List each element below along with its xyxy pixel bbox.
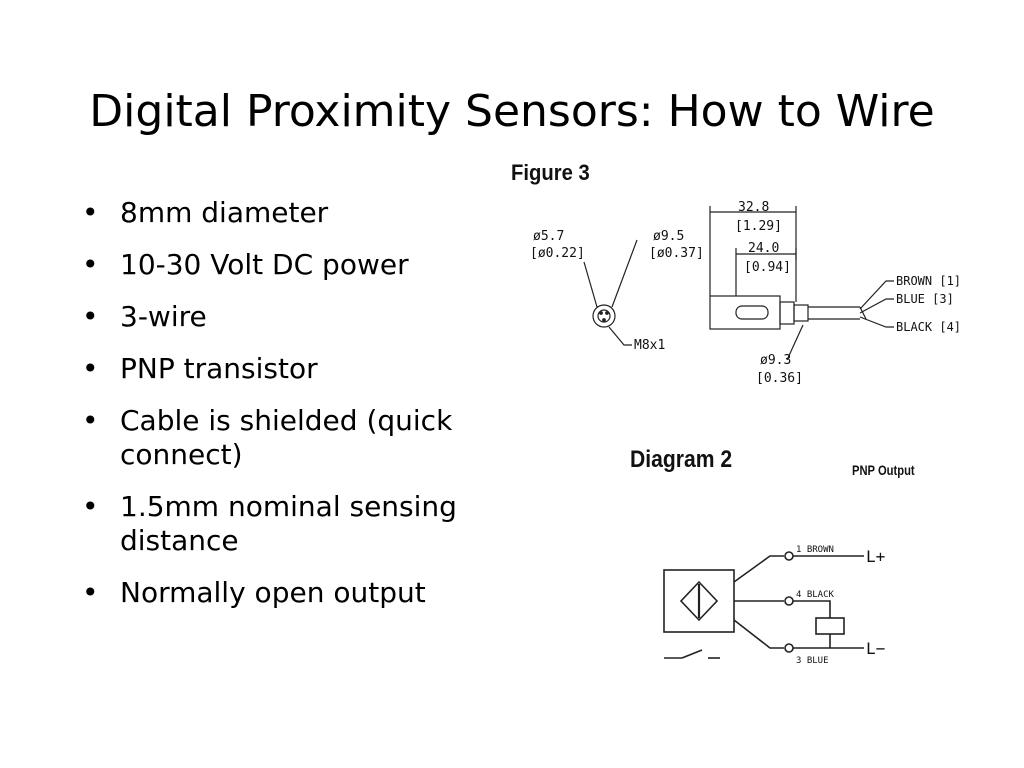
figure3-label: Figure 3 — [511, 160, 590, 185]
pin-black-label: 4 BLACK — [796, 590, 835, 600]
dim-length-total-in: [1.29] — [735, 219, 782, 234]
wire-black-label: BLACK [4] — [896, 320, 961, 334]
dim-diameter-small: ø5.7 — [533, 229, 564, 244]
load-resistor — [815, 617, 845, 635]
supply-positive-label: L+ — [866, 547, 885, 566]
dim-length-body-in: [0.94] — [744, 260, 791, 275]
dim-diameter-small-in: [ø0.22] — [530, 246, 585, 261]
bullet-item: PNP transistor — [82, 352, 502, 386]
thread-spec: M8x1 — [634, 338, 665, 353]
bullet-item: 1.5mm nominal sensing distance — [82, 490, 502, 558]
bullet-item: 10-30 Volt DC power — [82, 248, 502, 282]
dim-diameter-body-in: [ø0.37] — [649, 246, 704, 261]
dim-length-body: 24.0 — [748, 241, 779, 256]
bullet-item: 8mm diameter — [82, 196, 502, 230]
pnp-output-label: PNP Output — [852, 462, 915, 478]
pin-brown-label: 1 BROWN — [796, 545, 834, 555]
dim-length-total: 32.8 — [738, 200, 769, 215]
bullet-item: 3-wire — [82, 300, 502, 334]
pin-blue-label: 3 BLUE — [796, 656, 829, 666]
wire-brown-label: BROWN [1] — [896, 274, 961, 288]
dim-cable: ø9.3 — [760, 353, 791, 368]
slide-title: Digital Proximity Sensors: How to Wire — [89, 86, 935, 137]
supply-negative-label: L− — [866, 639, 885, 658]
diagram2-label: Diagram 2 — [630, 446, 733, 473]
bullet-item: Cable is shielded (quick connect) — [82, 404, 502, 472]
bullet-item: Normally open output — [82, 576, 502, 610]
dim-diameter-body: ø9.5 — [653, 229, 684, 244]
dim-cable-in: [0.36] — [756, 371, 803, 386]
sensor-end-view — [592, 304, 616, 328]
bullet-list: 8mm diameter 10-30 Volt DC power 3-wire … — [82, 196, 502, 628]
wire-blue-label: BLUE [3] — [896, 292, 954, 306]
